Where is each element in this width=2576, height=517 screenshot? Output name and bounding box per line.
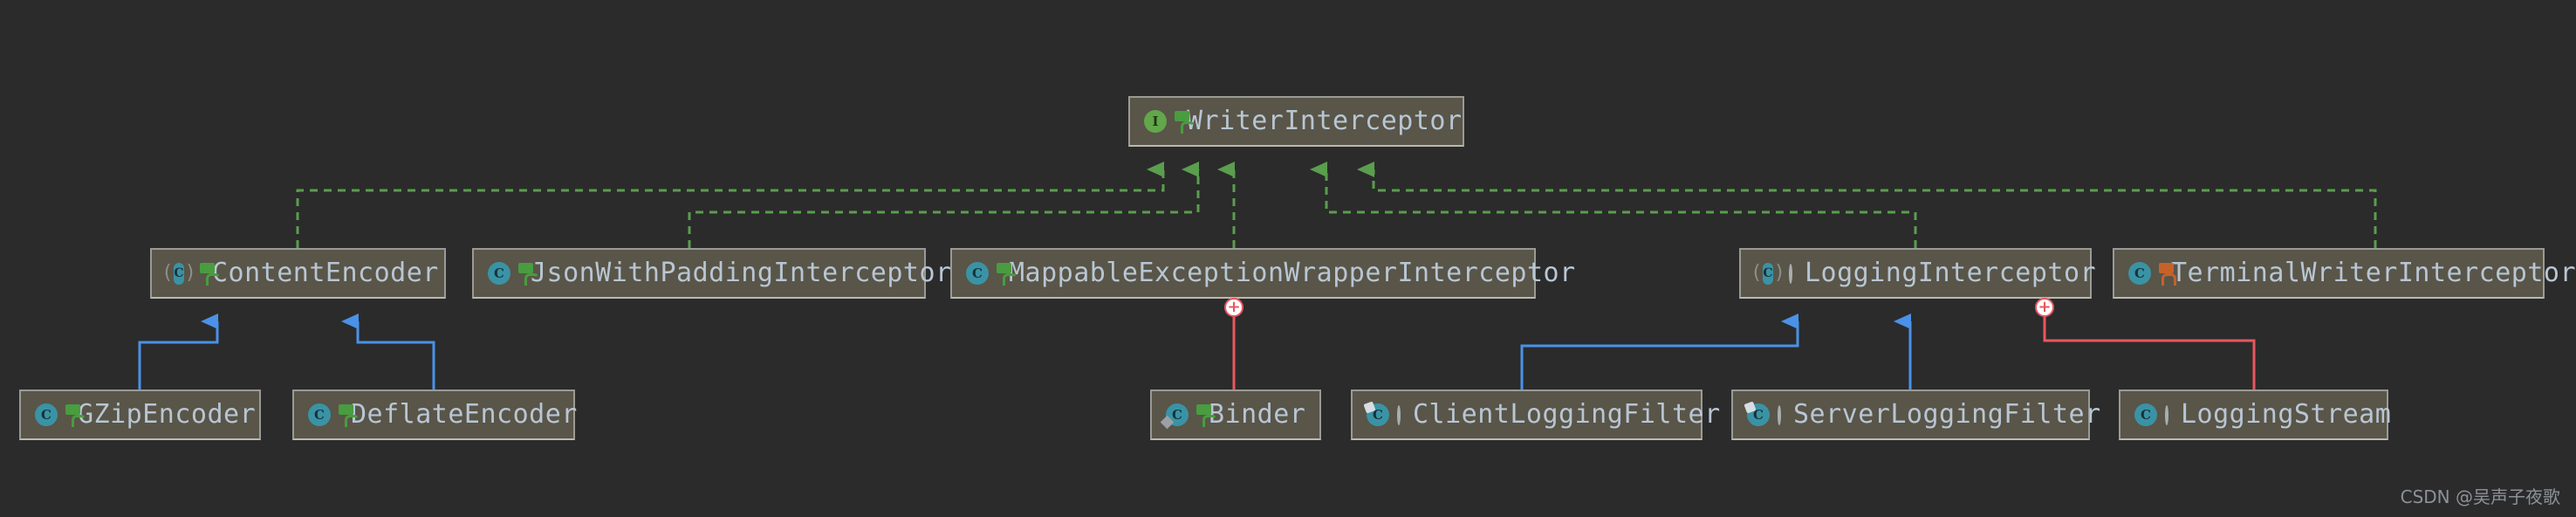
node-label: MappableExceptionWrapperInterceptor bbox=[1009, 258, 1576, 288]
class-icon-nested: C bbox=[1744, 401, 1770, 426]
node-icons: C bbox=[2128, 262, 2176, 286]
package-private-icon bbox=[2165, 404, 2168, 425]
node-loggingstream[interactable]: C LoggingStream bbox=[2119, 389, 2392, 440]
node-label: ClientLoggingFilter bbox=[1413, 399, 1721, 430]
node-gzipencoder[interactable]: C GZipEncoder bbox=[19, 389, 261, 440]
node-icons: C bbox=[1160, 403, 1217, 430]
node-icons: C bbox=[1363, 401, 1401, 426]
node-serverloggingfilter[interactable]: C ServerLoggingFilter bbox=[1731, 389, 2100, 440]
node-clientloggingfilter[interactable]: C ClientLoggingFilter bbox=[1351, 389, 1720, 440]
node-icons: (C) bbox=[1750, 262, 1792, 285]
node-icons: C bbox=[488, 262, 539, 286]
class-icon: C bbox=[2128, 262, 2151, 285]
class-icon-nested: C bbox=[1363, 401, 1389, 426]
expand-badge-logginginterceptor[interactable]: + bbox=[2035, 298, 2054, 317]
edge-inner-loggingstream bbox=[2043, 317, 2256, 389]
node-icons: C bbox=[2134, 403, 2168, 426]
package-private-icon bbox=[1397, 404, 1401, 425]
node-label: LoggingStream bbox=[2181, 399, 2392, 430]
edge-implements-jsonwithpaddinginterceptor bbox=[688, 162, 1200, 248]
nested-marker-icon bbox=[1363, 401, 1376, 414]
node-icons: I bbox=[1144, 110, 1196, 134]
edge-implements-terminalwriterinterceptor bbox=[1357, 162, 2377, 248]
node-deflateencoder[interactable]: C DeflateEncoder bbox=[292, 389, 578, 440]
node-label: GZipEncoder bbox=[78, 399, 257, 430]
node-label: LoggingInterceptor bbox=[1805, 258, 2097, 288]
edge-extends-deflateencoder bbox=[341, 314, 435, 389]
class-icon: C bbox=[966, 262, 989, 285]
node-label: JsonWithPaddingInterceptor bbox=[531, 258, 952, 288]
node-label: WriterInterceptor bbox=[1187, 106, 1463, 136]
nested-marker-icon bbox=[1744, 401, 1757, 414]
node-icons: C bbox=[1744, 401, 1781, 426]
node-logginginterceptor[interactable]: (C) LoggingInterceptor bbox=[1739, 248, 2096, 299]
node-icons: C bbox=[966, 262, 1017, 286]
node-terminalwriterinterceptor[interactable]: C TerminalWriterInterceptor bbox=[2113, 248, 2576, 299]
node-binder[interactable]: C Binder bbox=[1150, 389, 1321, 440]
abstract-class-icon: (C) bbox=[1750, 262, 1785, 285]
expand-badge-mappableexceptionwrapperinterceptor[interactable]: + bbox=[1224, 298, 1243, 317]
edge-implements-contentencoder bbox=[296, 162, 1165, 248]
node-label: ContentEncoder bbox=[212, 258, 439, 288]
watermark: CSDN @吴声子夜歌 bbox=[2400, 486, 2560, 507]
edge-extends-clientloggingfilter bbox=[1520, 314, 1799, 389]
node-jsonwithpaddinginterceptor[interactable]: C JsonWithPaddingInterceptor bbox=[472, 248, 951, 299]
abstract-class-icon: (C) bbox=[161, 262, 196, 285]
nested-marker-icon bbox=[1160, 415, 1175, 430]
class-icon: C bbox=[488, 262, 510, 285]
edge-implements-logginginterceptor bbox=[1310, 162, 1917, 248]
node-mappableexceptionwrapperinterceptor[interactable]: C MappableExceptionWrapperInterceptor bbox=[950, 248, 1575, 299]
interface-icon: I bbox=[1144, 110, 1167, 133]
node-icons: C bbox=[308, 403, 360, 427]
node-writerinterceptor[interactable]: I WriterInterceptor bbox=[1128, 96, 1464, 147]
node-icons: C bbox=[35, 403, 86, 427]
class-icon: C bbox=[308, 403, 331, 426]
node-label: ServerLoggingFilter bbox=[1793, 399, 2101, 430]
edge-extends-gzipencoder bbox=[138, 314, 219, 389]
class-icon: C bbox=[2134, 403, 2157, 426]
class-icon: C bbox=[35, 403, 58, 426]
node-label: DeflateEncoder bbox=[351, 399, 578, 430]
node-icons: (C) bbox=[161, 262, 221, 286]
class-icon-nested: C bbox=[1160, 403, 1189, 430]
node-label: TerminalWriterInterceptor bbox=[2171, 258, 2576, 288]
package-private-icon bbox=[1778, 404, 1781, 425]
package-private-icon bbox=[1789, 263, 1792, 284]
node-contentencoder[interactable]: (C) ContentEncoder bbox=[150, 248, 446, 299]
node-label: Binder bbox=[1209, 399, 1306, 430]
